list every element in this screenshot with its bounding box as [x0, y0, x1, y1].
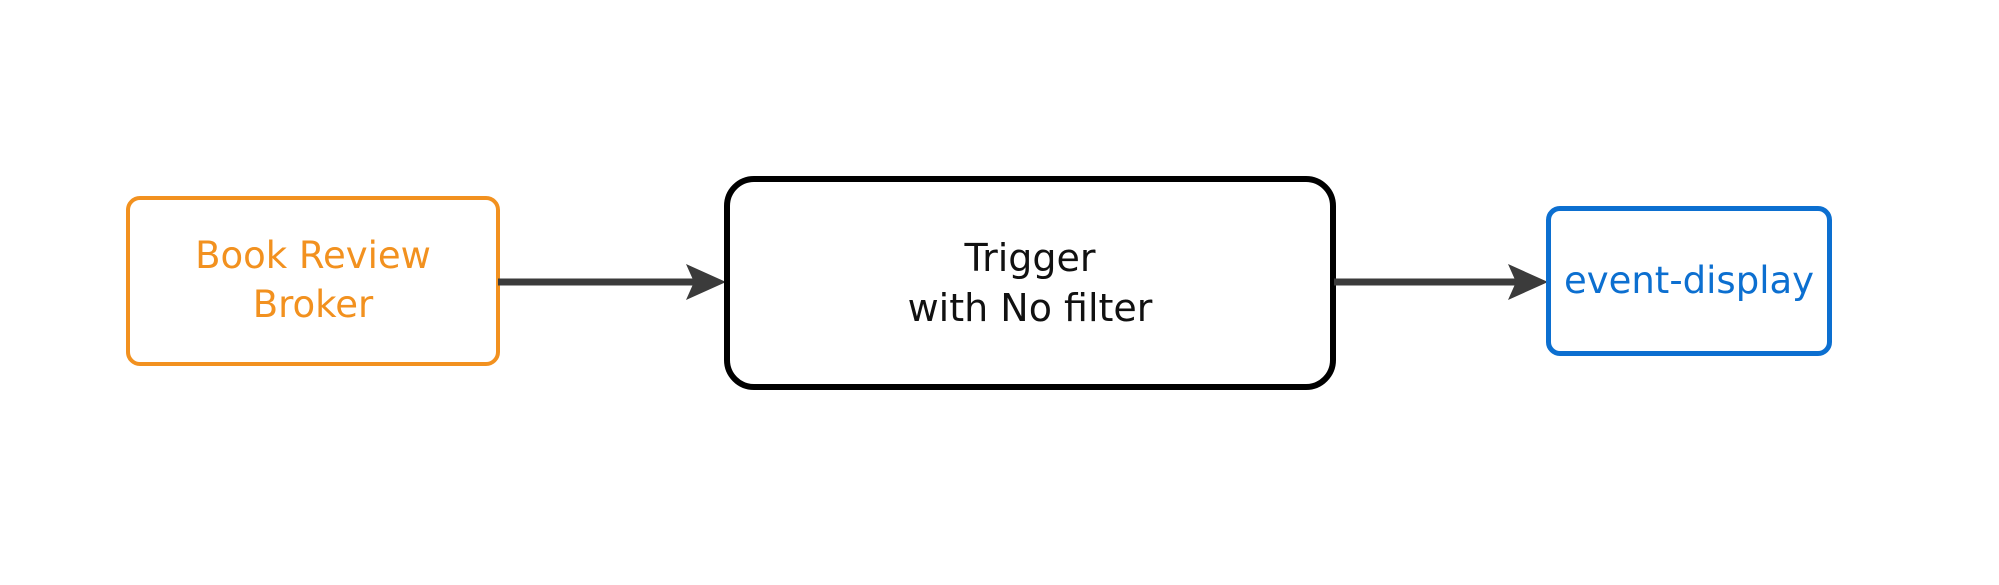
node-trigger-label-line-1: Trigger [964, 235, 1096, 280]
node-book-review-broker[interactable]: Book Review Broker [126, 196, 500, 366]
node-broker-label-line-2: Broker [252, 283, 374, 326]
node-trigger-label-line-2: with No filter [907, 286, 1153, 330]
node-event-display-label: event-display [1563, 258, 1815, 302]
node-broker-label-line-1: Book Review [195, 234, 431, 278]
edge-trigger-to-event-display [1334, 264, 1548, 300]
edge-broker-to-trigger [498, 264, 726, 300]
node-event-display[interactable]: event-display [1546, 206, 1832, 356]
edge-broker-to-trigger-arrowhead-icon [686, 264, 726, 300]
edge-trigger-to-event-display-arrowhead-icon [1508, 264, 1548, 300]
node-trigger[interactable]: Trigger with No filter [724, 176, 1336, 390]
